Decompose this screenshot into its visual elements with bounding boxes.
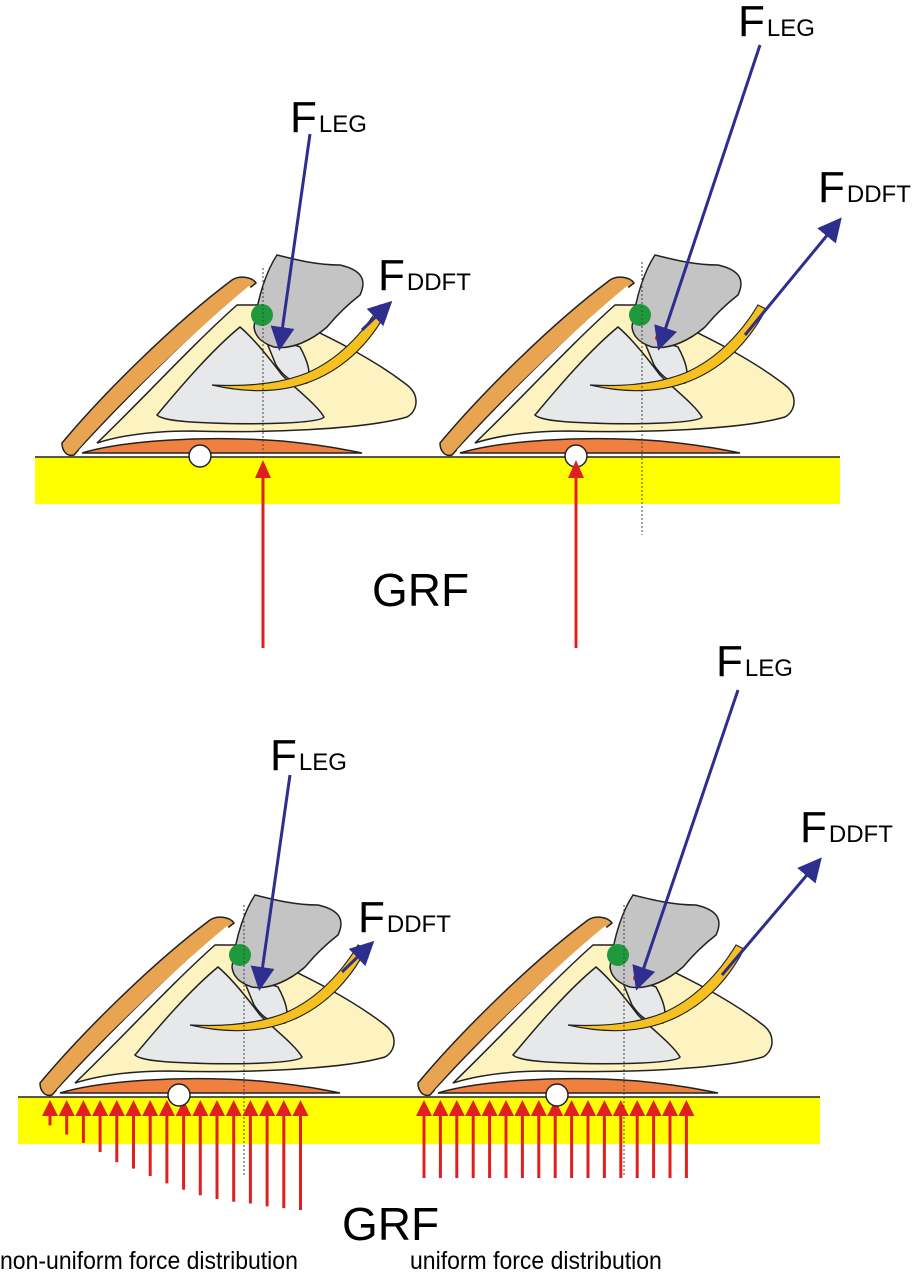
f-leg-arrow bbox=[632, 689, 740, 991]
grf-arrow-head bbox=[498, 1100, 514, 1116]
center-of-pressure-marker bbox=[188, 444, 212, 468]
hoof-cross-section bbox=[438, 253, 797, 458]
grf-arrow-head bbox=[645, 1100, 662, 1116]
grf-label-top: GRF bbox=[372, 564, 469, 616]
f-leg-label: FLEG bbox=[290, 93, 367, 142]
grf-arrow-head bbox=[175, 1100, 192, 1116]
panel-top-right: FLEG FDDFT bbox=[438, 0, 911, 648]
grf-arrow-head bbox=[225, 1100, 242, 1116]
f-ddft-arrow bbox=[720, 857, 822, 976]
f-ddft-arrow bbox=[340, 940, 375, 974]
grf-arrow-head bbox=[255, 460, 271, 478]
grf-arrow-head bbox=[192, 1100, 209, 1116]
f-ddft-arrow bbox=[743, 217, 842, 336]
center-of-pressure-marker bbox=[167, 1083, 191, 1107]
grf-arrow-head bbox=[662, 1100, 678, 1116]
f-ddft-label: FDDFT bbox=[378, 251, 471, 300]
caption-non-uniform: non-uniform force distribution bbox=[0, 1247, 298, 1275]
hoof-cross-section bbox=[38, 893, 397, 1098]
f-ddft-label: FDDFT bbox=[800, 803, 893, 852]
grf-arrow-head bbox=[678, 1100, 695, 1116]
grf-label-bottom: GRF bbox=[342, 1198, 439, 1250]
hoof-cross-section bbox=[60, 253, 419, 458]
grf-arrow-head bbox=[58, 1100, 75, 1116]
f-leg-label: FLEG bbox=[716, 637, 793, 686]
ground-top bbox=[35, 457, 840, 504]
grf-arrow-head bbox=[92, 1100, 109, 1116]
grf-arrow-head bbox=[42, 1100, 58, 1116]
f-leg-label: FLEG bbox=[270, 731, 347, 780]
grf-arrow-head bbox=[465, 1100, 482, 1116]
grf-arrow-head bbox=[416, 1100, 432, 1116]
grf-arrow-head bbox=[242, 1100, 259, 1116]
grf-arrow-head bbox=[580, 1100, 596, 1116]
f-ddft-label: FDDFT bbox=[358, 893, 451, 942]
grf-arrow-head bbox=[514, 1100, 531, 1116]
grf-arrow-head bbox=[547, 1100, 564, 1116]
f-leg-arrow bbox=[250, 774, 292, 991]
grf-arrow-head bbox=[158, 1100, 175, 1116]
grf-arrow-head bbox=[448, 1100, 465, 1116]
center-of-pressure-marker bbox=[545, 1083, 569, 1107]
grf-arrow-head bbox=[259, 1100, 276, 1116]
grf-arrow-head bbox=[568, 460, 584, 478]
grf-arrow-head bbox=[432, 1100, 449, 1116]
grf-distributed-arrows bbox=[42, 1100, 309, 1210]
grf-arrow-head bbox=[612, 1100, 629, 1116]
f-leg-arrow bbox=[654, 44, 762, 351]
f-ddft-label: FDDFT bbox=[818, 163, 911, 212]
grf-arrow-head bbox=[596, 1100, 613, 1116]
caption-uniform: uniform force distribution bbox=[410, 1247, 662, 1275]
f-ddft-arrow bbox=[360, 300, 393, 332]
panel-bottom-left: FLEG FDDFT bbox=[38, 731, 451, 1210]
panel-bottom-right: FLEG FDDFT bbox=[416, 637, 893, 1178]
grf-distributed-arrows bbox=[416, 1100, 695, 1178]
grf-arrow-head bbox=[108, 1100, 125, 1116]
grf-arrow-head bbox=[563, 1100, 580, 1116]
grf-arrow-head bbox=[481, 1100, 498, 1116]
grf-arrow-head bbox=[629, 1100, 646, 1116]
grf-arrow-head bbox=[125, 1100, 142, 1116]
f-leg-label: FLEG bbox=[738, 0, 815, 46]
grf-arrow-head bbox=[530, 1100, 547, 1116]
grf-arrow-head bbox=[75, 1100, 92, 1116]
panel-top-left: FLEG FDDFT bbox=[60, 93, 471, 648]
grf-arrow-head bbox=[275, 1100, 292, 1116]
hoof-cross-section bbox=[416, 893, 775, 1098]
ground-bottom bbox=[18, 1097, 820, 1144]
grf-arrow-head bbox=[142, 1100, 159, 1116]
f-leg-arrow bbox=[270, 133, 312, 351]
grf-arrow-head bbox=[292, 1100, 309, 1116]
grf-arrow-head bbox=[209, 1100, 225, 1116]
